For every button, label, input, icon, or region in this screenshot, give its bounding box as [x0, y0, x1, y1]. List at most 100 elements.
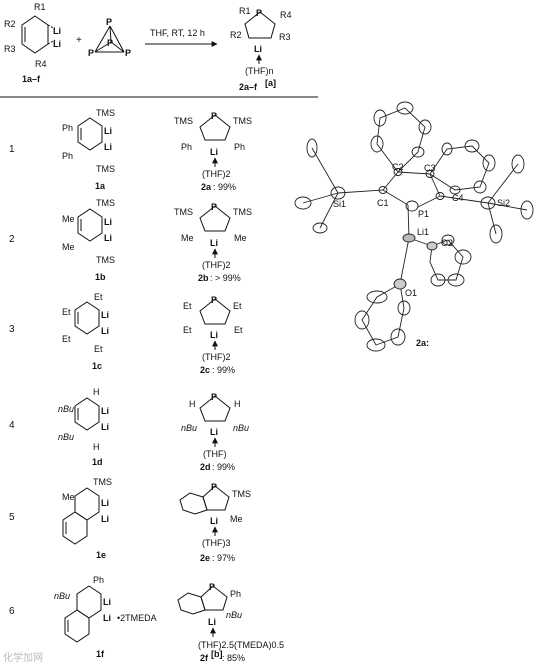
header-li-upper: Li: [53, 26, 61, 36]
svg-text:Et: Et: [183, 325, 192, 335]
svg-text:C3: C3: [424, 163, 436, 173]
svg-text:Me: Me: [62, 492, 75, 502]
reactant-structure: TMS Ph Ph TMS Li Li 1a: [62, 108, 115, 191]
structure-label: 2a:: [416, 338, 429, 348]
product-label: 2b: [198, 273, 209, 283]
product-p: P: [256, 8, 262, 18]
svg-text:Ph: Ph: [181, 142, 192, 152]
reactant-structure: H nBu nBu H Li Li 1d: [58, 387, 109, 467]
entry-number: 1: [9, 144, 15, 155]
yield: : 99%: [213, 182, 236, 192]
svg-text:TMS: TMS: [174, 116, 193, 126]
svg-text:Li: Li: [101, 310, 109, 320]
svg-text:nBu: nBu: [181, 423, 197, 433]
product-structure: P TMS Me Li (THF)3 2e : 97%: [179, 482, 251, 563]
yield: : 85%: [222, 653, 245, 663]
product-li: Li: [254, 44, 262, 54]
entry-number: 5: [9, 512, 15, 523]
product-structure: P Ph nBu Li (THF)2.5(TMEDA)0.5 2f [b] : …: [177, 582, 284, 663]
svg-text:Et: Et: [233, 301, 242, 311]
svg-text:Li: Li: [101, 514, 109, 524]
product-r3: R3: [279, 32, 291, 42]
product-label-note: [a]: [265, 78, 276, 88]
product-label: 2a–f: [239, 82, 258, 92]
svg-text:Ph: Ph: [62, 123, 73, 133]
svg-text:P: P: [211, 392, 217, 402]
entry-row-1: 1 TMS Ph Ph TMS Li Li 1a P TMS TMS Ph Ph…: [9, 108, 252, 192]
reactant-structure: Et Et Et Et Li Li 1c: [62, 292, 109, 371]
header-li-lower: Li: [53, 39, 61, 49]
entry-number: 6: [9, 606, 15, 617]
product-label: 2d: [200, 462, 211, 472]
svg-text:C1: C1: [377, 198, 389, 208]
p-atom-left: P: [88, 48, 94, 58]
svg-text:TMS: TMS: [96, 255, 115, 265]
svg-text:O1: O1: [405, 288, 417, 298]
svg-text:Ph: Ph: [234, 142, 245, 152]
yield: : 99%: [212, 462, 235, 472]
svg-text:H: H: [234, 399, 241, 409]
entry-row-3: 3 Et Et Et Et Li Li 1c P Et Et Et Et Li …: [9, 292, 243, 375]
entry-row-6: 6 Ph nBu Li Li •2TMEDA 1f P Ph nBu Li (T…: [9, 575, 284, 663]
svg-text:Si2: Si2: [497, 198, 510, 208]
entry-row-2: 2 TMS Me Me TMS Li Li 1b P TMS TMS Me Me…: [9, 198, 252, 283]
svg-text:Me: Me: [62, 214, 75, 224]
reactant-label: 1e: [96, 550, 106, 560]
product-structure: P H H nBu nBu Li (THF) 2d : 99%: [181, 392, 249, 472]
svg-text:Et: Et: [94, 292, 103, 302]
svg-text:nBu: nBu: [54, 591, 70, 601]
svg-text:H: H: [93, 387, 100, 397]
header-r2: R2: [4, 19, 16, 29]
svg-text:(THF)2: (THF)2: [202, 169, 231, 179]
svg-text:Li: Li: [210, 516, 218, 526]
svg-text:C2: C2: [392, 162, 404, 172]
svg-text:Li: Li: [103, 597, 111, 607]
entry-number: 2: [9, 234, 15, 245]
reaction-conditions: THF, RT, 12 h: [150, 28, 205, 38]
reactant-label: 1a: [95, 181, 106, 191]
entry-row-4: 4 H nBu nBu H Li Li 1d P H H nBu nBu Li …: [9, 387, 249, 472]
svg-text:TMS: TMS: [96, 108, 115, 118]
product-structure: P Et Et Et Et Li (THF)2 2c : 99%: [183, 295, 243, 375]
svg-text:Ph: Ph: [230, 589, 241, 599]
svg-text:(THF)3: (THF)3: [202, 538, 231, 548]
svg-text:Li: Li: [103, 613, 111, 623]
entry-row-5: 5 TMS Me Li Li 1e P TMS Me Li (THF)3 2e …: [9, 477, 251, 563]
svg-text:Li: Li: [210, 238, 218, 248]
svg-text:Li: Li: [104, 217, 112, 227]
svg-text:Et: Et: [94, 344, 103, 354]
reactant-structure: TMS Me Me TMS Li Li 1b: [62, 198, 115, 282]
svg-text:nBu: nBu: [226, 610, 242, 620]
svg-text:Li: Li: [104, 233, 112, 243]
svg-text:TMS: TMS: [96, 198, 115, 208]
header-r1: R1: [34, 2, 46, 12]
svg-text:nBu: nBu: [233, 423, 249, 433]
reactant-structure: Ph nBu Li Li •2TMEDA 1f: [54, 575, 157, 659]
reactant-label: 1d: [92, 457, 103, 467]
header-p4-tetrahedron: P P P P: [88, 17, 131, 58]
crystal-atom-labels: Si1 C1 C2 C3 C4 Si2 P1 Li1 O2 O1 2a:: [333, 162, 510, 348]
svg-text:Et: Et: [62, 307, 71, 317]
svg-text:P: P: [211, 111, 217, 121]
p-atom-right: P: [125, 48, 131, 58]
header-product: P R1 R4 R2 R3 Li (THF)n 2a–f [a]: [230, 6, 292, 92]
product-r4: R4: [280, 10, 292, 20]
svg-text:Li: Li: [101, 498, 109, 508]
reactant-label: 1c: [92, 361, 102, 371]
product-label: 2c: [200, 365, 210, 375]
entry-number: 4: [9, 420, 15, 431]
svg-text:Et: Et: [234, 325, 243, 335]
svg-text:Ph: Ph: [93, 575, 104, 585]
reactant-label: 1b: [95, 272, 106, 282]
reactant-label: 1f: [96, 649, 105, 659]
product-label: 2f: [200, 653, 209, 663]
svg-text:Me: Me: [62, 242, 75, 252]
svg-text:H: H: [189, 399, 196, 409]
svg-text:P: P: [211, 295, 217, 305]
yield: : 97%: [212, 553, 235, 563]
svg-text:Me: Me: [230, 514, 243, 524]
svg-text:(THF)2.5(TMEDA)0.5: (THF)2.5(TMEDA)0.5: [198, 640, 284, 650]
svg-text:Li: Li: [101, 422, 109, 432]
watermark: 化学加网: [3, 651, 43, 664]
